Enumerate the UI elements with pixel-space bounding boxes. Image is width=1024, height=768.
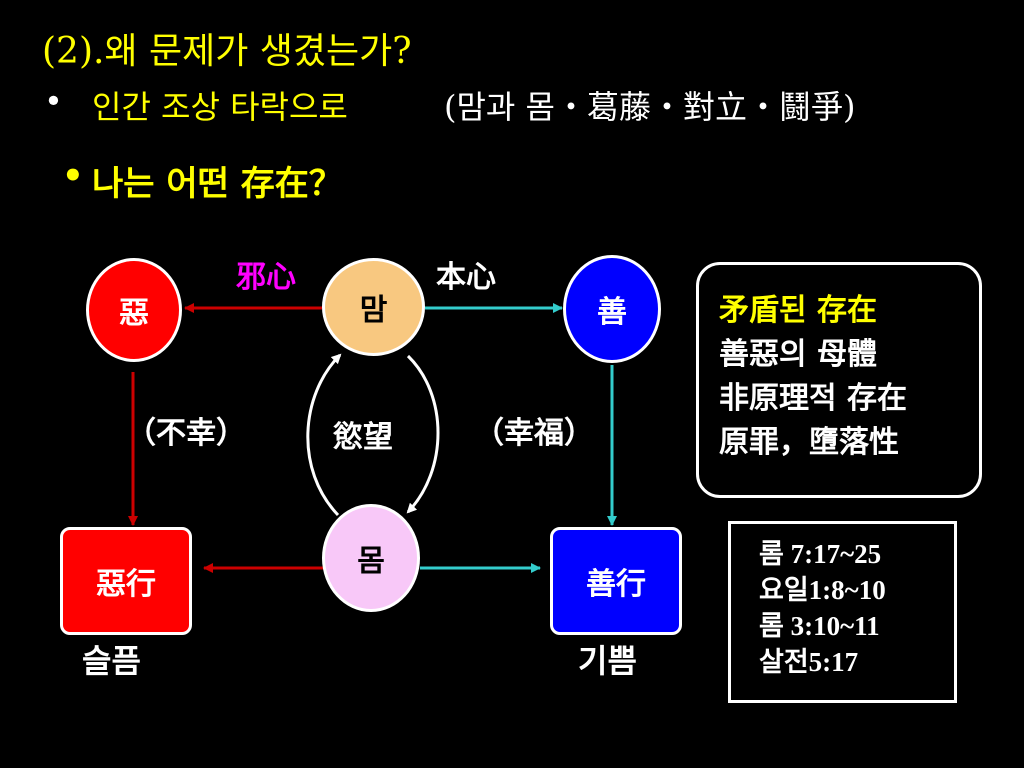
body-node: 몸 [322,504,420,612]
reference-item: 요일1:8~10 [759,575,886,605]
bullet-cause-detail: (맘과 몸・葛藤・對立・鬪爭) [444,88,856,126]
info-line-original-sin: 原罪，墮落性 [719,425,899,460]
bullet-cause-text: 인간 조상 타락으로 [92,88,348,126]
info-box: 矛盾된 存在 善惡의 母體 非原理적 存在 原罪，墮落性 [696,262,982,498]
evil-deed-node: 惡行 [60,527,192,635]
info-line-origin: 善惡의 母體 [719,337,878,372]
info-line-unprincipled: 非原理적 存在 [719,381,908,416]
info-line-contradictory: 矛盾된 存在 [719,293,878,328]
bullet-question: 나는 어떤 存在？ [92,164,343,204]
reference-item: 살전5:17 [759,647,859,677]
arrow-body-to-mind [306,353,342,517]
evil-mind-label: 邪心 [236,260,296,295]
evil-node: 惡 [86,258,182,362]
desire-label: 慾望 [333,420,393,455]
mind-node: 맘 [322,258,425,356]
original-mind-label: 本心 [436,260,496,295]
reference-box: 롬 7:17~25 요일1:8~10 롬 3:10~11 살전5:17 [728,521,957,703]
reference-item: 롬 3:10~11 [759,611,880,641]
sorrow-label: 슬픔 [82,642,141,680]
joy-label: 기쁨 [578,642,637,680]
bullet-marker: • [62,156,84,196]
unhappiness-label: （不幸） [126,416,246,451]
good-node: 善 [563,255,661,363]
good-deed-node: 善行 [550,527,682,635]
bullet-marker: • [44,82,63,120]
happiness-label: （幸福） [474,416,594,451]
reference-item: 롬 7:17~25 [759,539,882,569]
page-title: (2).왜 문제가 생겼는가? [42,31,412,72]
arrow-mind-to-body [406,354,440,514]
